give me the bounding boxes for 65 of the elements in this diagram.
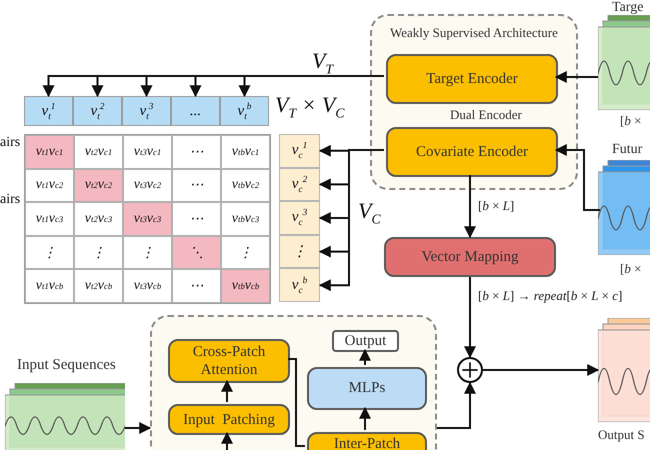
arrow [437,382,476,429]
edge-label: [b × L] → repeat[b × L × c] [476,288,624,304]
row-label: airs [0,192,20,208]
vector-cell [73,96,122,126]
process-box [307,367,427,410]
heading-text: Weakly Supervised Architecture [390,26,558,40]
arrow [483,364,600,376]
matrix-cell: ⋯ [172,202,221,236]
node-label: Target Encoder [425,70,519,88]
heading-text: Input Sequences [17,357,116,374]
math-label: V$_{T}$ × V$_{C}$ [275,92,344,118]
arrow [554,71,598,83]
vector-cell [279,168,320,202]
vector-cell [171,96,220,126]
matrix-cell: ⋯ [172,269,221,303]
arrow [221,380,233,402]
node-label: Vector Mapping [420,248,520,266]
arrow [125,422,152,434]
heading-text: Targe [612,0,644,16]
vector-cell [279,268,320,302]
output-box [332,330,399,352]
heading-text: Futur [612,142,642,158]
node-label: Output [344,332,388,350]
node-label: Cross-Patch Attention [192,343,266,379]
matrix-cell: ⋯ [172,135,221,169]
process-box [386,54,558,104]
sum-circle [457,357,483,383]
vector-cell [279,134,320,168]
process-box [168,339,290,383]
math-label: V$_{C}$ [358,198,381,224]
matrix-cell: ⋮ [221,236,270,270]
row-label: airs [0,135,20,151]
matrix-cell: ⋯ [172,168,221,202]
node-label: Covariate Encoder [414,143,530,161]
matrix-cell: ⋮ [123,236,172,270]
arrow [221,432,233,450]
node-label: Inter-Patch [332,435,402,450]
dashed-group-panel [150,315,437,450]
vector-cell [220,96,269,126]
heading-text: Output S [598,428,645,442]
vector-cell [122,96,171,126]
node-label: ⋮ [291,243,308,262]
caption-text: [b × [620,262,642,276]
arrow [464,175,476,238]
edge-label: [b × L] [476,198,516,214]
arrow [464,277,476,358]
node-label: Input Patching [182,410,276,428]
process-box [386,127,558,177]
arrow [359,348,371,365]
caption-text: Dual Encoder [450,108,522,122]
node-label: ... [188,102,202,120]
node-label: MLPs [348,380,386,397]
process-box [168,404,290,435]
dashed-group-panel [370,14,578,190]
vector-cell [24,96,73,126]
process-box [384,237,556,277]
vector-cell [279,234,320,268]
arrow [554,144,600,211]
matrix-cell: ⋱ [172,236,221,270]
caption-text: [b × [620,114,642,128]
matrix-cell: ⋮ [25,236,74,270]
math-label: V$_{T}$ [312,48,334,74]
matrix-cell: ⋮ [74,236,123,270]
vector-cell [279,201,320,235]
arrow [359,406,371,430]
